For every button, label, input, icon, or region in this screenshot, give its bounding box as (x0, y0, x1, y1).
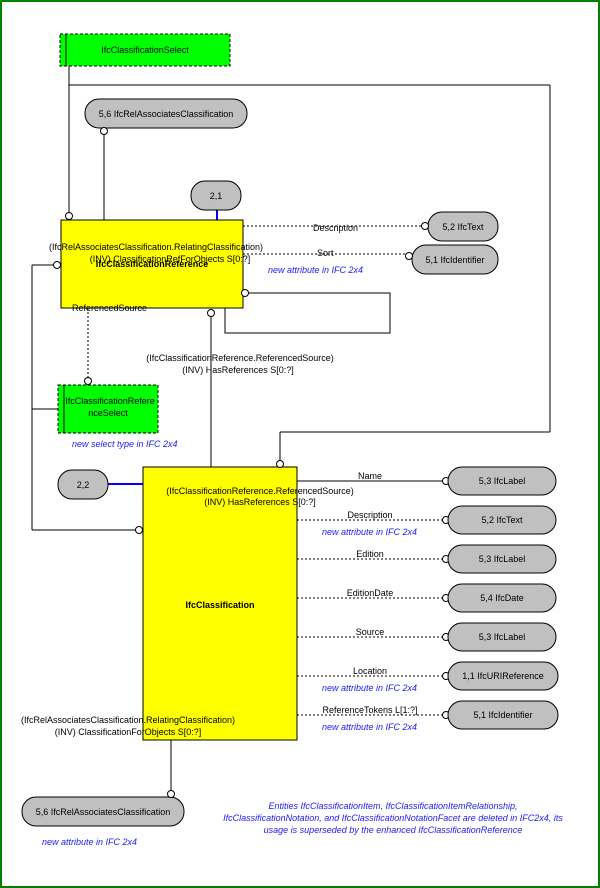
rel-associates-bottom-label: 5,6 IfcRelAssociatesClassification (36, 807, 171, 817)
rel-bottom-end-circle (167, 790, 175, 798)
cls-attr-type-pill[interactable] (447, 544, 557, 574)
ref-identifier-type-label: 5,1 IfcIdentifier (425, 255, 484, 265)
referenced-source-attr: ReferencedSource (72, 303, 147, 313)
footer-note-line-2: IfcClassificationNotation, and IfcClassi… (223, 813, 563, 823)
rel-associates-bottom-pill[interactable] (21, 796, 185, 827)
cls-inverse-1b: (INV) HasReferences S[0:?] (204, 497, 316, 507)
cls-attr-name: Location (353, 666, 387, 676)
classification-entity[interactable] (142, 466, 298, 741)
footer-note-line-3: usage is superseded by the enhanced IfcC… (264, 825, 523, 835)
cls-attr-type-label: 5,4 IfcDate (480, 593, 524, 603)
select-ref-label-1: IfcClassificationRefere (65, 396, 155, 406)
cls-attr-note: new attribute in IFC 2x4 (322, 683, 417, 693)
connector-circles (53, 127, 429, 798)
cls-attr-type-label: 1,1 IfcURIReference (462, 671, 544, 681)
cls-attr-name: Source (356, 627, 385, 637)
cls-attr-type-label: 5,2 IfcText (481, 515, 523, 525)
cls-attr-type-label: 5,3 IfcLabel (479, 554, 526, 564)
self-loop-end-circle (241, 289, 249, 297)
select-end-circle (65, 212, 73, 220)
classification-reference-title: IfcClassificationReference (96, 259, 209, 269)
reference-badge-label: 2,1 (210, 191, 223, 201)
footer-note-line-1: Entities IfcClassificationItem, IfcClass… (268, 801, 517, 811)
classification-title: IfcClassification (185, 600, 254, 610)
cls-attr-name: Name (358, 471, 382, 481)
ref-identifier-end-circle (405, 252, 413, 260)
cls-attr-type-label: 5,1 IfcIdentifier (473, 710, 532, 720)
reference-badge[interactable] (190, 180, 242, 211)
reference-self-loop (224, 292, 391, 334)
cls-attr-name: Description (347, 510, 392, 520)
select-ref-note: new select type in IFC 2x4 (72, 439, 178, 449)
cls-attr-type-pill[interactable] (447, 583, 557, 613)
classification-reference-select-box[interactable] (57, 384, 159, 434)
ref-sort-attr: Sort (317, 248, 334, 258)
cls-inverse-1a: (IfcClassificationReference.ReferencedSo… (166, 486, 354, 496)
ref-sort-note: new attribute in IFC 2x4 (268, 265, 363, 275)
cls-attr-type-pill[interactable] (447, 622, 557, 652)
ref-text-end-circle (421, 222, 429, 230)
ref-bottom-end-circle (207, 309, 215, 317)
cls-attr-name: Edition (356, 549, 384, 559)
cls-attr-type-pill[interactable] (447, 700, 559, 730)
ref-description-attr: Description (313, 223, 358, 233)
rel-associates-top-pill[interactable] (84, 98, 248, 129)
frame-end-circle (276, 460, 284, 468)
rel-bottom-note: new attribute in IFC 2x4 (42, 837, 137, 847)
cls-attr-type-label: 5,3 IfcLabel (479, 476, 526, 486)
classification-badge[interactable] (57, 469, 109, 500)
cls-attr-name: EditionDate (347, 588, 394, 598)
ref-left-end-circle (53, 261, 61, 269)
cls-attr-note: new attribute in IFC 2x4 (322, 722, 417, 732)
classification-select-box[interactable] (59, 33, 231, 67)
connector-lines (31, 66, 551, 797)
ref-identifier-type-pill[interactable] (411, 244, 499, 275)
cls-attr-name: ReferenceTokens L[1:?] (322, 705, 417, 715)
ref-text-type-label: 5,2 IfcText (442, 222, 484, 232)
select-ref-label-2: nceSelect (88, 408, 128, 418)
rel-top-end-circle (100, 127, 108, 135)
cls-attr-note: new attribute in IFC 2x4 (322, 527, 417, 537)
ref-inverse-2b: (INV) HasReferences S[0:?] (182, 365, 294, 375)
cls-attr-type-pill[interactable] (447, 466, 557, 496)
cls-inverse-2b: (INV) ClassificationForObjects S[0:?] (55, 727, 202, 737)
ref-inverse-1b: (INV) ClassificationRefForObjects S[0:?] (90, 254, 251, 264)
cls-inverse-2a: (IfcRelAssociatesClassification.Relating… (21, 715, 235, 725)
cls-attr-type-pill[interactable] (447, 505, 557, 535)
cls-attr-type-pill[interactable] (447, 661, 559, 691)
rel-associates-top-label: 5,6 IfcRelAssociatesClassification (99, 109, 234, 119)
referenced-source-end-circle (84, 377, 92, 385)
ref-inverse-1a: (IfcRelAssociatesClassification.Relating… (49, 242, 263, 252)
classification-reference-entity[interactable] (60, 219, 244, 309)
cls-left-end-circle (135, 526, 143, 534)
cls-attr-type-label: 5,3 IfcLabel (479, 632, 526, 642)
classification-select-label: IfcClassificationSelect (101, 45, 189, 55)
classification-badge-label: 2,2 (77, 480, 90, 490)
classification-attribute-lines (297, 480, 443, 716)
ref-inverse-2a: (IfcClassificationReference.ReferencedSo… (146, 353, 334, 363)
